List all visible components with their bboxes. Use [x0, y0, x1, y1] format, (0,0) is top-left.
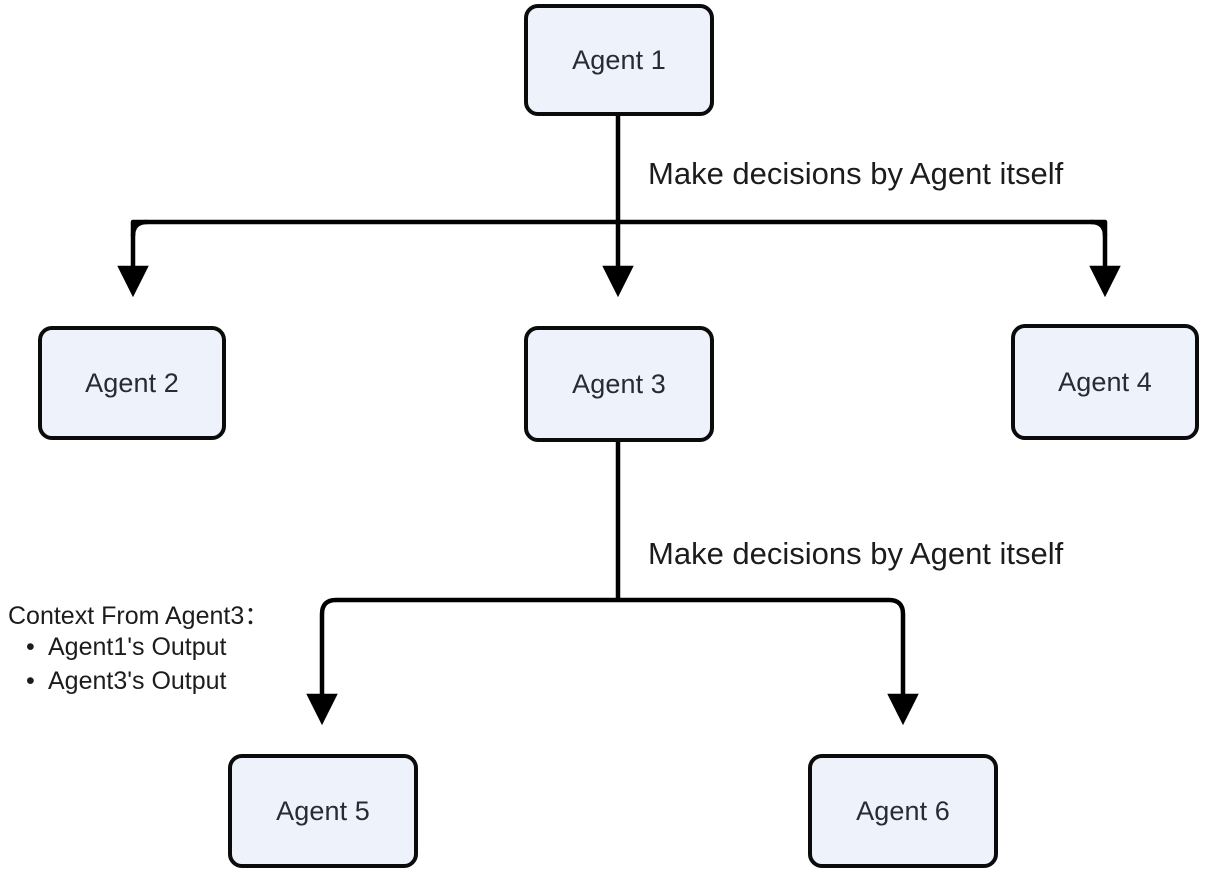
- node-agent2-label: Agent 2: [85, 367, 179, 398]
- context-note-list: Agent1's Output Agent3's Output: [8, 635, 269, 695]
- node-agent1[interactable]: Agent 1: [524, 4, 714, 116]
- corner-right-top: [1090, 219, 1108, 237]
- node-agent2[interactable]: Agent 2: [38, 326, 226, 440]
- context-note-item: Agent3's Output: [26, 669, 269, 695]
- corner-left-top: [130, 219, 148, 237]
- edge-agent1-to-agent2: [117, 219, 618, 298]
- node-agent6[interactable]: Agent 6: [808, 754, 998, 868]
- node-agent4-label: Agent 4: [1058, 366, 1152, 397]
- edge-label-agent1-split: Make decisions by Agent itself: [648, 156, 1064, 191]
- edge-agent3-to-agent5: [306, 597, 618, 726]
- edge-label-agent3-split: Make decisions by Agent itself: [648, 536, 1064, 571]
- context-note: Context From Agent3： Agent1's Output Age…: [8, 604, 269, 703]
- node-agent6-label: Agent 6: [856, 795, 950, 826]
- node-agent5-label: Agent 5: [276, 795, 370, 826]
- node-agent3[interactable]: Agent 3: [524, 326, 714, 442]
- context-note-title: Context From Agent3：: [8, 602, 270, 630]
- node-agent5[interactable]: Agent 5: [228, 754, 418, 868]
- node-agent3-label: Agent 3: [572, 368, 666, 399]
- node-agent1-label: Agent 1: [572, 44, 666, 75]
- context-note-item: Agent1's Output: [26, 635, 269, 661]
- node-agent4[interactable]: Agent 4: [1011, 324, 1199, 440]
- edge-agent1-to-agent4: [618, 219, 1121, 298]
- edge-agent3-to-agent6: [618, 597, 919, 726]
